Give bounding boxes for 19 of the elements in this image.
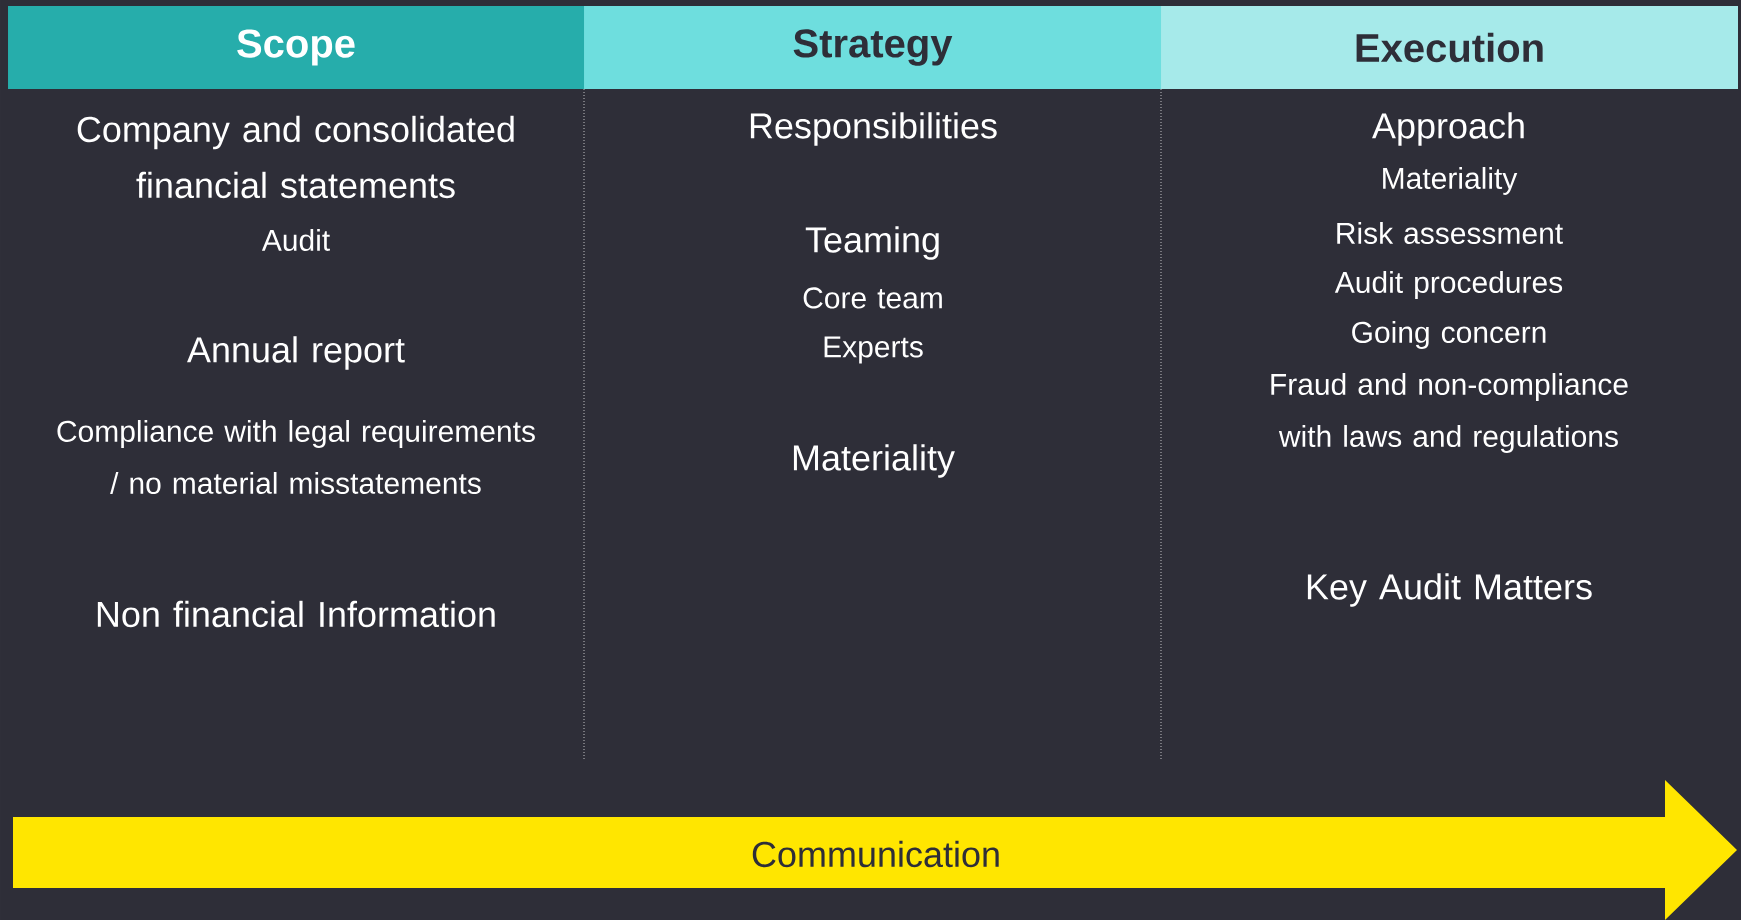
column-text: Key Audit Matters <box>1307 573 1592 607</box>
column-text: Fraud and non-compliance with laws and regulations <box>1271 373 1628 453</box>
column-text: Risk assessment <box>1337 222 1563 244</box>
column-text: Compliance with legal requirements / no material misstatements <box>57 420 535 494</box>
column-text: Materiality <box>1383 167 1518 195</box>
column-text: Experts <box>824 336 923 364</box>
column-text: Company and consolidated financial statements <box>77 115 514 199</box>
column-text: Materiality <box>793 444 955 478</box>
header-band: Execution <box>1161 6 1738 89</box>
column-text: Audit <box>261 229 330 251</box>
header-band: Strategy <box>584 6 1161 89</box>
column-text: Core team <box>803 287 942 309</box>
column-text: Non financial Information <box>97 600 495 628</box>
column-text: Teaming <box>805 226 939 260</box>
arrow-banner: Communication <box>13 780 1737 920</box>
column-text: Annual report <box>187 336 405 370</box>
column-text: Audit procedures <box>1334 271 1563 299</box>
header-band: Scope <box>8 6 584 89</box>
column-text: Going concern <box>1352 321 1546 349</box>
